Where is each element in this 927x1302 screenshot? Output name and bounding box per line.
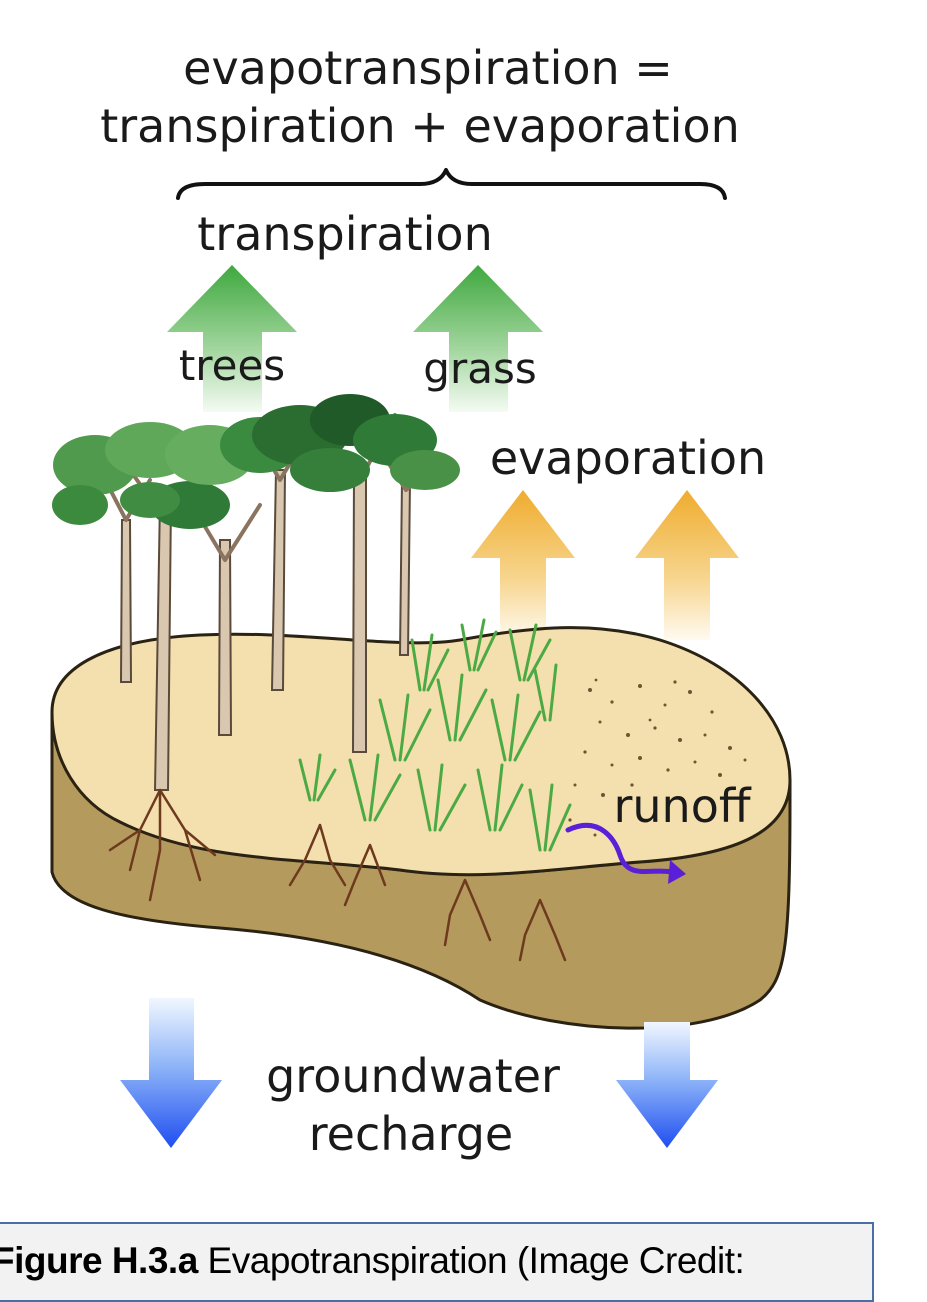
transpiration-arrow-trees [167, 265, 297, 412]
grass-tufts [298, 618, 572, 852]
figure-number: Figure H.3.a [0, 1240, 198, 1281]
tree-trunks [119, 469, 412, 791]
equation-line-1: evapotranspiration = [183, 41, 673, 95]
tree-canopies [52, 394, 460, 529]
sand-speckles [568, 678, 747, 837]
roots [108, 788, 567, 962]
soil-block-top [50, 626, 792, 877]
groundwater-label-line-1: groundwater [266, 1049, 560, 1103]
evaporation-arrow-left [471, 490, 575, 640]
trees-label: trees [179, 341, 285, 390]
evaporation-label: evaporation [490, 431, 766, 485]
groundwater-arrow-left [120, 998, 222, 1148]
equation-line-2: transpiration + evaporation [100, 99, 740, 153]
groundwater-label-line-2: recharge [309, 1107, 513, 1161]
transpiration-arrow-grass [413, 265, 543, 412]
figure-caption-box: Figure H.3.a Evapotranspiration (Image C… [0, 1222, 874, 1302]
runoff-arrowhead [668, 860, 686, 884]
groundwater-arrow-right [616, 1022, 718, 1148]
caption-text: Evapotranspiration (Image Credit: [197, 1240, 745, 1281]
figure-caption: Figure H.3.a Evapotranspiration (Image C… [0, 1240, 745, 1282]
transpiration-label: transpiration [197, 207, 492, 261]
runoff-label: runoff [613, 779, 751, 833]
grass-label: grass [423, 344, 536, 393]
runoff-arrow [565, 822, 675, 875]
curly-brace [176, 168, 727, 200]
evaporation-arrow-right [635, 490, 739, 640]
